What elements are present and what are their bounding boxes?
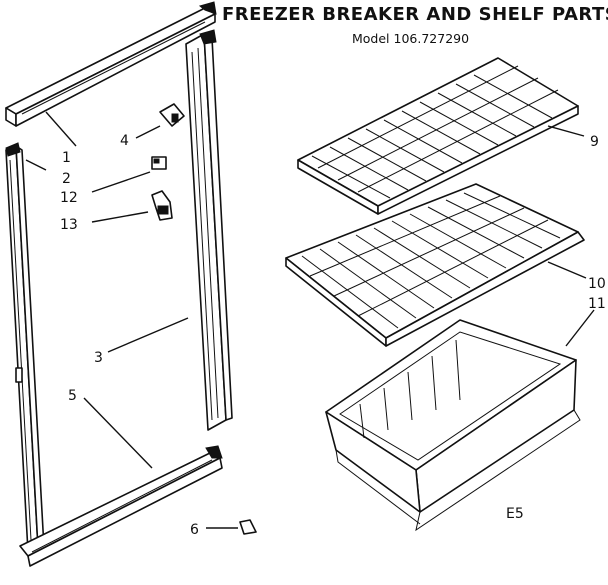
cap-part (239, 519, 257, 535)
leader-line-5 (83, 397, 153, 469)
bottom-breaker-part (19, 445, 223, 567)
page-title: FREEZER BREAKER AND SHELF PARTS (222, 4, 608, 25)
callout-6: 6 (190, 522, 199, 538)
leader-line-3 (107, 317, 189, 353)
leader-line-9 (547, 125, 585, 137)
leader-line-10 (547, 261, 587, 279)
callout-4: 4 (120, 133, 129, 149)
leader-line-2 (25, 159, 47, 171)
leader-line-4 (135, 125, 161, 139)
bottom-wire-shelf-part (285, 183, 585, 347)
leader-line-12 (91, 171, 151, 193)
model-number: Model 106.727290 (352, 31, 470, 46)
callout-11: 11 (588, 296, 606, 312)
leader-line-13 (91, 211, 149, 223)
top-wire-shelf-part (297, 57, 579, 215)
callout-12: 12 (60, 190, 78, 206)
callout-9: 9 (590, 134, 599, 150)
left-breaker-part (5, 142, 45, 553)
center-breaker-part (185, 29, 233, 431)
bracket-part (151, 190, 173, 221)
leader-line-1 (45, 111, 77, 147)
callout-1: 1 (62, 150, 71, 166)
callout-13: 13 (60, 217, 78, 233)
hinge-pin-part (159, 103, 185, 127)
leader-line-11 (565, 309, 595, 347)
callout-3: 3 (94, 350, 103, 366)
clip-part (151, 156, 167, 170)
top-breaker-part (5, 1, 217, 127)
freezer-basket-part (325, 319, 581, 532)
diagram-code: E5 (506, 506, 524, 522)
callout-5: 5 (68, 388, 77, 404)
callout-10: 10 (588, 276, 606, 292)
callout-2: 2 (62, 171, 71, 187)
